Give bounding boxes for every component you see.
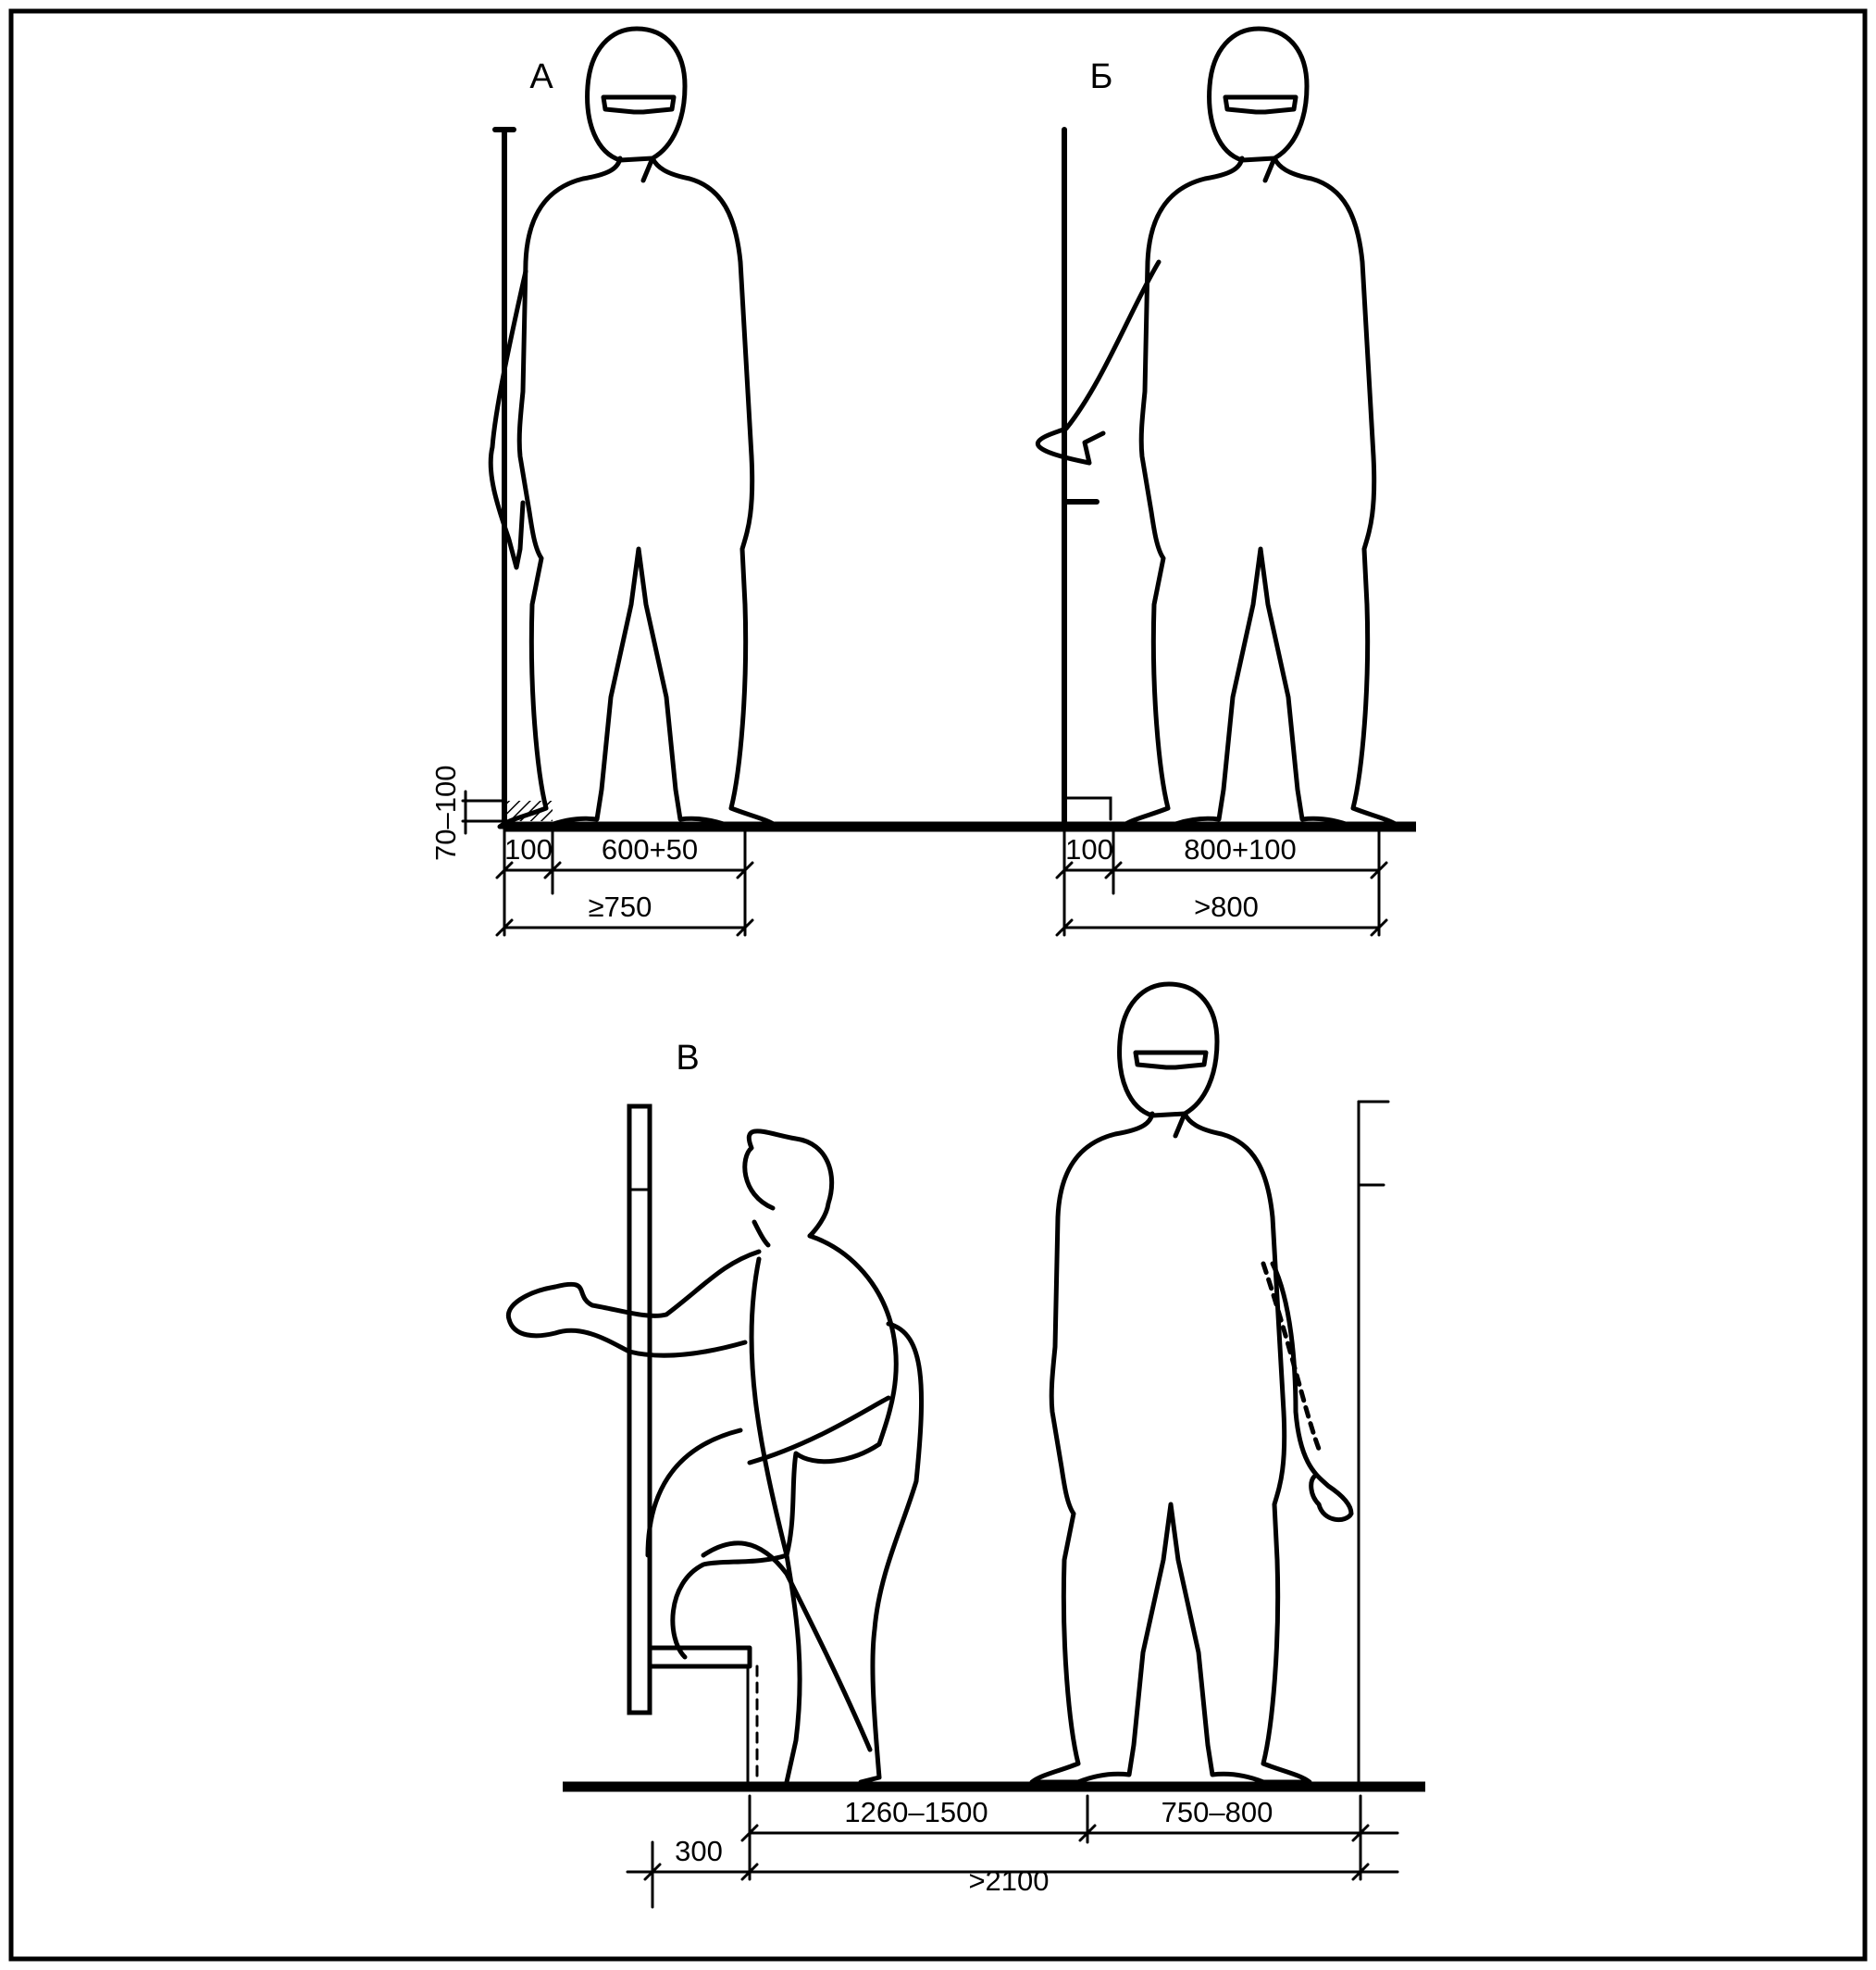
panel-b-person (1035, 29, 1399, 827)
panel-c-seated-person (505, 1128, 925, 1785)
panel-a: А 70–100 100 600+50 ≥750 (429, 29, 1416, 937)
panel-c-dim-front: 750–800 (1162, 1796, 1273, 1828)
panel-c-dim-seat: 300 (675, 1835, 723, 1867)
panel-a-dim-toe-depth: 100 (504, 833, 553, 866)
panel-c: В (505, 984, 1425, 1909)
panel-c-label: В (676, 1039, 699, 1078)
panel-c-bench-back (627, 1103, 652, 1715)
panel-b-dim-body: 800+100 (1184, 833, 1297, 866)
panel-a-dim-body: 600+50 (602, 833, 698, 866)
panel-a-person (488, 29, 777, 827)
panel-c-standing-person (1032, 984, 1354, 1782)
panel-b-dim-total: >800 (1194, 891, 1259, 923)
outer-frame (8, 8, 1868, 1962)
panel-c-dim-clear: 1260–1500 (844, 1796, 988, 1828)
panel-c-dim-total: >2100 (968, 1864, 1049, 1897)
panel-c-seat (647, 1645, 752, 1669)
panel-b: Б 100 800+100 >800 (1035, 29, 1399, 937)
panel-a-dim-total: ≥750 (589, 891, 652, 923)
panel-a-dim-toe-height: 70–100 (429, 766, 462, 861)
panel-b-dim-toe-depth: 100 (1065, 833, 1113, 866)
panel-b-toe-recess (1064, 796, 1112, 821)
panel-b-label: Б (1090, 57, 1113, 96)
panel-a-label: А (529, 57, 553, 96)
